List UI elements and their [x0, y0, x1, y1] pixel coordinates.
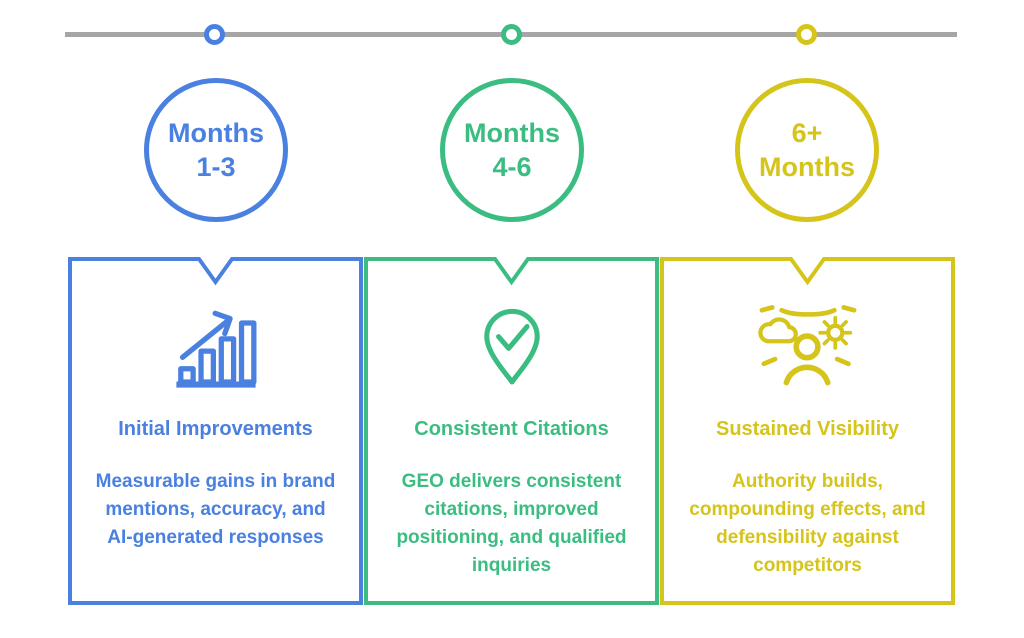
- phase-circle-months-6-plus: 6+ Months: [735, 78, 879, 222]
- phase-circle-months-1-3: Months 1-3: [144, 78, 288, 222]
- card-body: Authority builds, compounding effects, a…: [689, 471, 926, 576]
- phase-circle-months-4-6: Months 4-6: [440, 78, 584, 222]
- phase-card-initial-improvements: Initial Improvements Measurable gains in…: [68, 257, 363, 605]
- person-visibility-icon: [660, 299, 955, 391]
- card-heading: Initial Improvements: [118, 418, 313, 440]
- card-border-notched: [68, 257, 363, 605]
- phase-circle-label: Months 1-3: [168, 118, 264, 182]
- phase-card-consistent-citations: Consistent Citations GEO delivers consis…: [364, 257, 659, 605]
- checkmark-pin-icon: [364, 299, 659, 391]
- card-body: Measurable gains in brand mentions, accu…: [95, 471, 336, 548]
- timeline-marker-phase-3: [796, 24, 817, 45]
- bar-chart-growth-icon: [68, 299, 363, 391]
- timeline-marker-phase-2: [501, 24, 522, 45]
- card-heading: Sustained Visibility: [715, 418, 900, 440]
- card-border-notched: [364, 257, 659, 605]
- timeline-marker-phase-1: [204, 24, 225, 45]
- phase-circle-label: Months 4-6: [464, 118, 560, 182]
- card-heading: Consistent Citations: [414, 418, 609, 440]
- phase-card-sustained-visibility: Sustained Visibility Authority builds, c…: [660, 257, 955, 605]
- card-border-notched: [660, 257, 955, 605]
- card-body: GEO delivers consistent citations, impro…: [396, 471, 627, 576]
- phase-circle-label: 6+ Months: [759, 118, 855, 182]
